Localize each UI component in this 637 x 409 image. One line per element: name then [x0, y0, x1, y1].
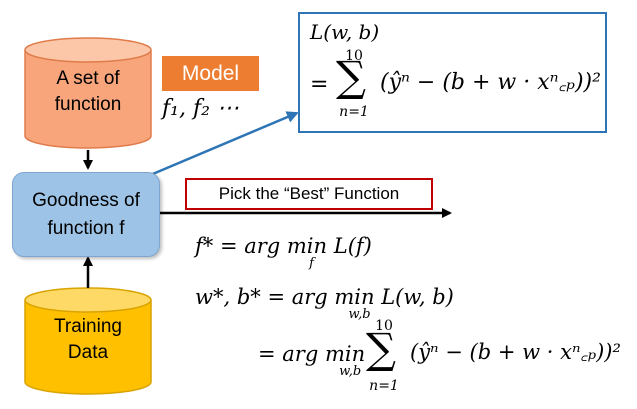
model-badge: Model — [162, 56, 259, 91]
function-set-line2: function — [54, 94, 122, 115]
eq2-sub: w,b — [348, 307, 371, 322]
eq1-sub: f — [309, 256, 314, 271]
goodness-line2: function f — [47, 217, 125, 239]
eq3-lhs: = arg min — [258, 342, 366, 366]
eq3-sub: w,b — [339, 364, 362, 379]
loss-term: (ŷⁿ − (b + w · xⁿ꜀ₚ))² — [380, 70, 601, 95]
goodness-of-function-box: Goodness of function f — [12, 172, 160, 257]
function-list: f₁, f₂ ⋯ — [162, 96, 239, 121]
training-data-cylinder — [24, 287, 152, 395]
eq2-lhs: w*, b* = arg min — [195, 285, 375, 309]
eq3-sum-upper: 10 — [375, 318, 393, 334]
pick-best-function-label: Pick the “Best” Function — [185, 178, 433, 210]
training-data-line1: Training — [54, 316, 122, 337]
loss-lhs: L(w, b) — [310, 20, 380, 44]
eq3-term: (ŷⁿ − (b + w · xⁿ꜀ₚ))² — [410, 340, 621, 364]
eq1-rhs: L(f) — [333, 234, 372, 258]
loss-function-box: L(w, b) = 10 ∑ n=1 (ŷⁿ − (b + w · xⁿ꜀ₚ))… — [298, 12, 607, 133]
function-set-cylinder — [24, 37, 152, 149]
loss-sum-upper: 10 — [345, 48, 363, 64]
eq3-sum-lower: n=1 — [369, 378, 399, 394]
eq3-sigma: ∑ — [366, 324, 396, 373]
arrow-goodness-to-loss — [147, 111, 299, 178]
loss-sigma: ∑ — [336, 52, 366, 101]
eq2-rhs: L(w, b) — [381, 285, 454, 309]
training-data-label: Training Data — [25, 314, 151, 366]
loss-sum-lower: n=1 — [339, 104, 369, 120]
function-set-line1: A set of — [56, 68, 120, 89]
eq1-lhs: f* = arg min — [195, 234, 328, 258]
loss-equals: = — [310, 72, 329, 97]
function-set-label: A set of function — [25, 66, 151, 118]
goodness-line1: Goodness of — [32, 189, 140, 211]
training-data-line2: Data — [67, 342, 109, 363]
